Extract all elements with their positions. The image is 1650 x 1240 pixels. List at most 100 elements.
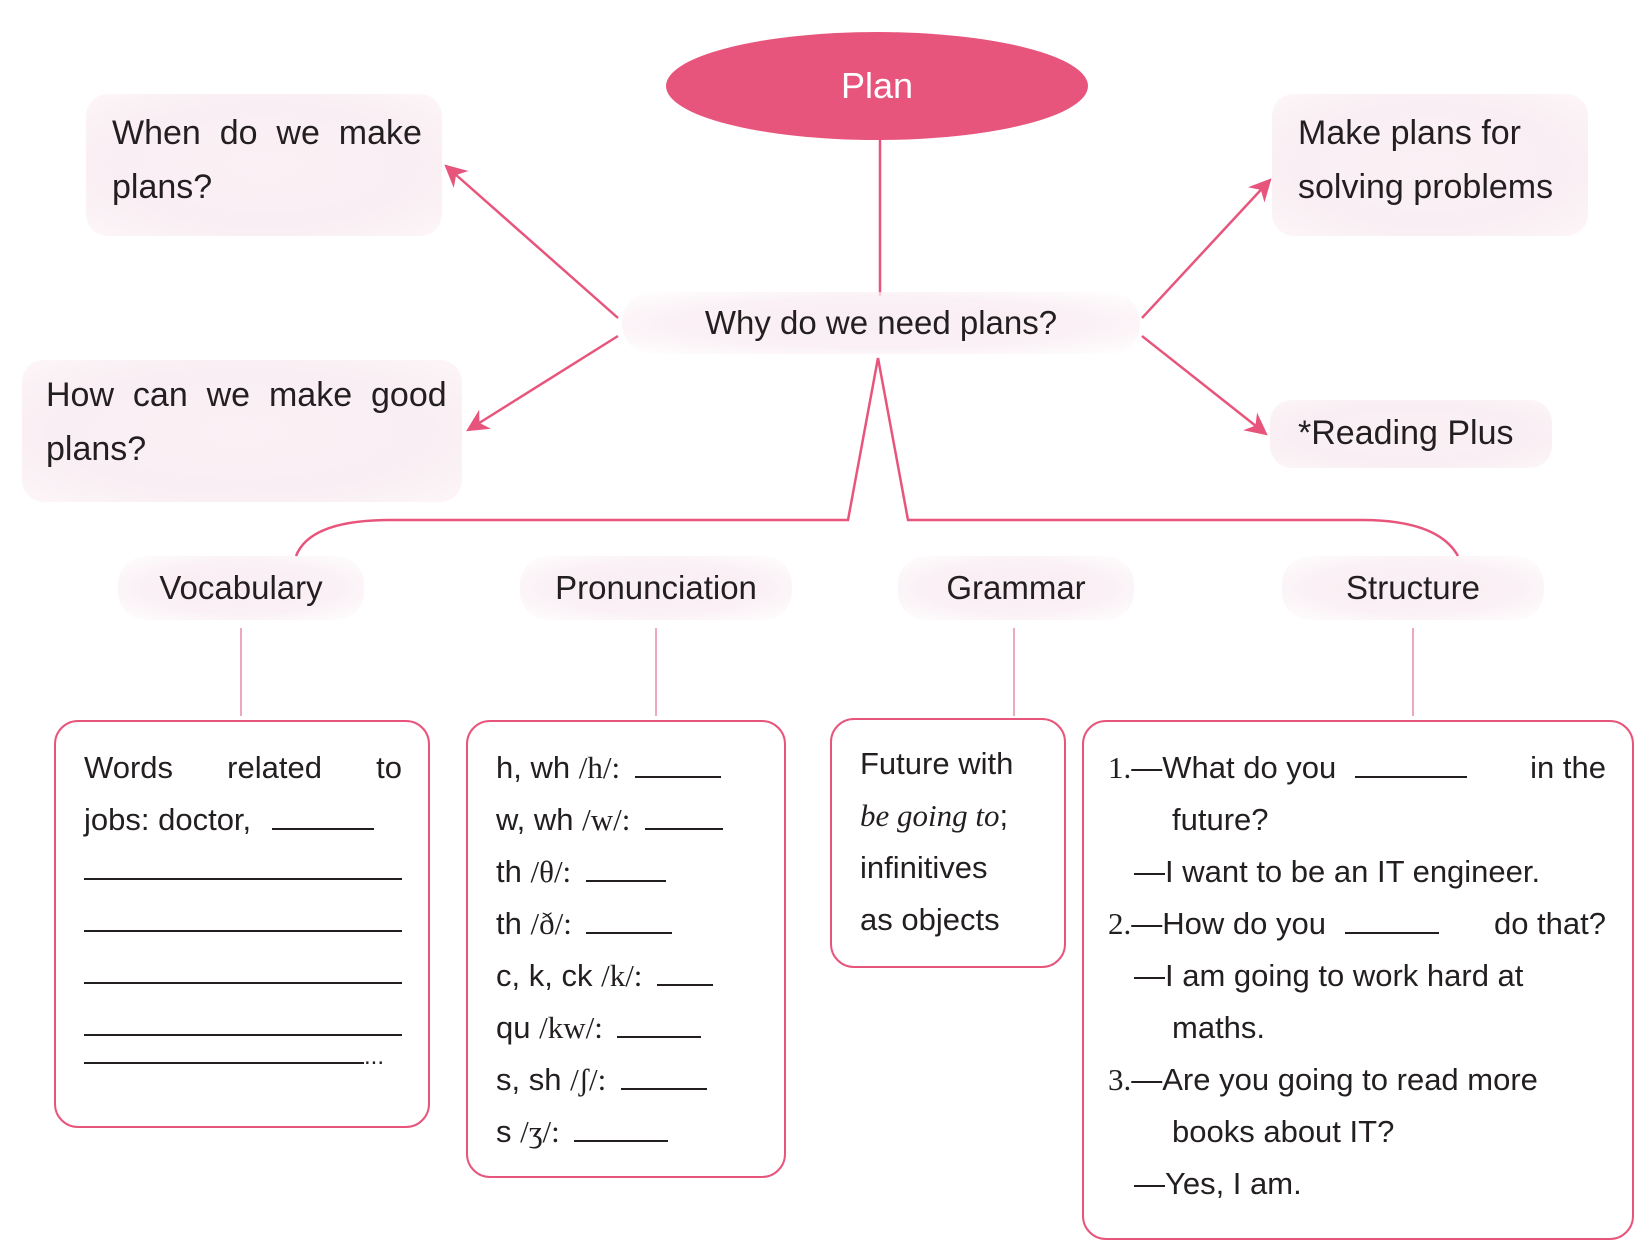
pronunciation-row: c, k, ck /k/:: [496, 958, 714, 994]
structure-item-1-answer: —I want to be an IT engineer.: [1134, 854, 1541, 889]
pronunciation-letters: h, wh: [496, 750, 571, 785]
connector-lines: [240, 140, 1460, 716]
structure-item-2-question: 2.—How do you do that?: [1108, 906, 1606, 942]
branch-grammar-label: Grammar: [946, 569, 1086, 606]
pronunciation-blank[interactable]: [645, 802, 724, 830]
structure-item-number: 2.: [1108, 906, 1132, 941]
pronunciation-row: th /θ/:: [496, 854, 666, 890]
question-when-line2: plans?: [112, 168, 213, 206]
pronunciation-blank[interactable]: [585, 854, 666, 882]
arrow-to-solve: [1141, 178, 1272, 319]
pronunciation-ipa: /k/:: [601, 958, 643, 993]
pronunciation-row: s, sh /ʃ/:: [496, 1062, 707, 1098]
arrow-to-reading: [1141, 335, 1268, 436]
vocabulary-line2: jobs: doctor,: [84, 802, 374, 838]
branch-grammar: Grammar: [898, 556, 1134, 620]
pronunciation-row: qu /kw/:: [496, 1010, 702, 1046]
pronunciation-letters: qu: [496, 1010, 531, 1045]
structure-item-3-question: 3.—Are you going to read more: [1108, 1062, 1538, 1098]
vocabulary-blank-line[interactable]: [84, 1008, 402, 1036]
pronunciation-row: th /ð/:: [496, 906, 673, 942]
question-how-node: How can we make good plans?: [22, 360, 462, 502]
pronunciation-row: s /ʒ/:: [496, 1114, 669, 1150]
pronunciation-row: w, wh /w/:: [496, 802, 724, 838]
root-label: Plan: [840, 65, 914, 106]
pronunciation-letters: w, wh: [496, 802, 574, 837]
branch-vocabulary: Vocabulary: [118, 556, 364, 620]
question-solve-line2: solving problems: [1298, 168, 1554, 206]
center-question-label: Why do we need plans?: [704, 304, 1058, 341]
vocabulary-box: Words related to jobs: doctor, ...: [54, 720, 430, 1128]
branch-structure: Structure: [1282, 556, 1544, 620]
grammar-line2: be going to;: [860, 798, 1008, 834]
center-question-node: Why do we need plans?: [622, 292, 1140, 354]
question-how-line1: How can we make good: [46, 376, 447, 414]
vocabulary-line1: Words related to: [84, 750, 402, 786]
branch-structure-label: Structure: [1346, 569, 1480, 606]
question-solve-line1: Make plans for: [1298, 114, 1521, 152]
pronunciation-ipa: /θ/:: [530, 854, 572, 889]
structure-blank[interactable]: [1354, 750, 1467, 778]
pronunciation-ipa: /kw/:: [539, 1010, 603, 1045]
arrow-to-when: [444, 164, 619, 319]
pronunciation-letters: c, k, ck: [496, 958, 593, 993]
vocabulary-blank[interactable]: [271, 802, 374, 830]
vocabulary-ellipsis: ...: [364, 1043, 385, 1070]
vocabulary-blank-line[interactable]: [84, 904, 402, 932]
pronunciation-blank[interactable]: [617, 1010, 702, 1038]
structure-item-3-question-cont: books about IT?: [1172, 1114, 1395, 1149]
structure-item-3-answer: —Yes, I am.: [1134, 1166, 1302, 1201]
branch-pronunciation-label: Pronunciation: [555, 569, 757, 606]
question-how-line2: plans?: [46, 430, 147, 468]
vocabulary-blank[interactable]: [84, 1036, 364, 1064]
root-node-plan: Plan: [666, 32, 1088, 140]
structure-question-text: —What do you: [1131, 750, 1337, 785]
structure-item-1-question-cont: future?: [1172, 802, 1269, 837]
branch-bracket-left: [294, 357, 880, 557]
structure-blank[interactable]: [1344, 906, 1439, 934]
branch-vocabulary-label: Vocabulary: [159, 569, 323, 606]
pronunciation-ipa: /h/:: [578, 750, 621, 785]
vocabulary-blank-line[interactable]: [84, 956, 402, 984]
arrow-to-how: [466, 334, 619, 432]
question-solve-node: Make plans for solving problems: [1272, 94, 1588, 236]
structure-item-number: 1.: [1108, 750, 1132, 785]
pronunciation-letters: s: [496, 1114, 512, 1149]
grammar-semicolon: ;: [999, 798, 1009, 833]
structure-item-2-answer: —I am going to work hard at: [1134, 958, 1524, 993]
pronunciation-letters: s, sh: [496, 1062, 562, 1097]
pronunciation-ipa: /ð/:: [530, 906, 572, 941]
vocabulary-jobs-label: jobs: doctor,: [84, 802, 252, 837]
vocabulary-word-to: to: [376, 750, 402, 785]
grammar-line4: as objects: [860, 902, 1000, 937]
vocabulary-last-line: ...: [84, 1036, 384, 1072]
pronunciation-blank[interactable]: [620, 1062, 707, 1090]
reading-plus-node: *Reading Plus: [1270, 400, 1552, 468]
structure-item-1-question: 1.—What do you in the: [1108, 750, 1606, 786]
vocabulary-word-words: Words: [84, 750, 174, 785]
pronunciation-box: h, wh /h/: w, wh /w/: th /θ/: th /ð/: c,…: [466, 720, 786, 1178]
grammar-line1: Future with: [860, 746, 1014, 781]
grammar-line3: infinitives: [860, 850, 988, 885]
structure-item-2-answer-cont: maths.: [1172, 1010, 1266, 1045]
pronunciation-ipa: /ʒ/:: [520, 1114, 560, 1149]
pronunciation-blank[interactable]: [634, 750, 721, 778]
grammar-be-going-to: be going to: [860, 798, 1000, 833]
pronunciation-blank[interactable]: [574, 1114, 669, 1142]
branch-bracket-right: [876, 357, 1460, 557]
vocabulary-word-related: related: [227, 750, 322, 785]
question-when-node: When do we make plans?: [86, 94, 442, 236]
vocabulary-blank-line[interactable]: [84, 852, 402, 880]
structure-question-text: —Are you going to read more: [1131, 1062, 1538, 1097]
structure-box: 1.—What do you in the future? —I want to…: [1082, 720, 1634, 1240]
pronunciation-ipa: /w/:: [582, 802, 631, 837]
pronunciation-letters: th: [496, 854, 522, 889]
pronunciation-row: h, wh /h/:: [496, 750, 721, 786]
pronunciation-letters: th: [496, 906, 522, 941]
structure-item-number: 3.: [1108, 1062, 1132, 1097]
pronunciation-blank[interactable]: [586, 906, 673, 934]
question-when-line1: When do we make: [112, 114, 422, 152]
branch-pronunciation: Pronunciation: [520, 556, 792, 620]
structure-question-text: do that?: [1493, 906, 1606, 941]
pronunciation-blank[interactable]: [657, 958, 714, 986]
